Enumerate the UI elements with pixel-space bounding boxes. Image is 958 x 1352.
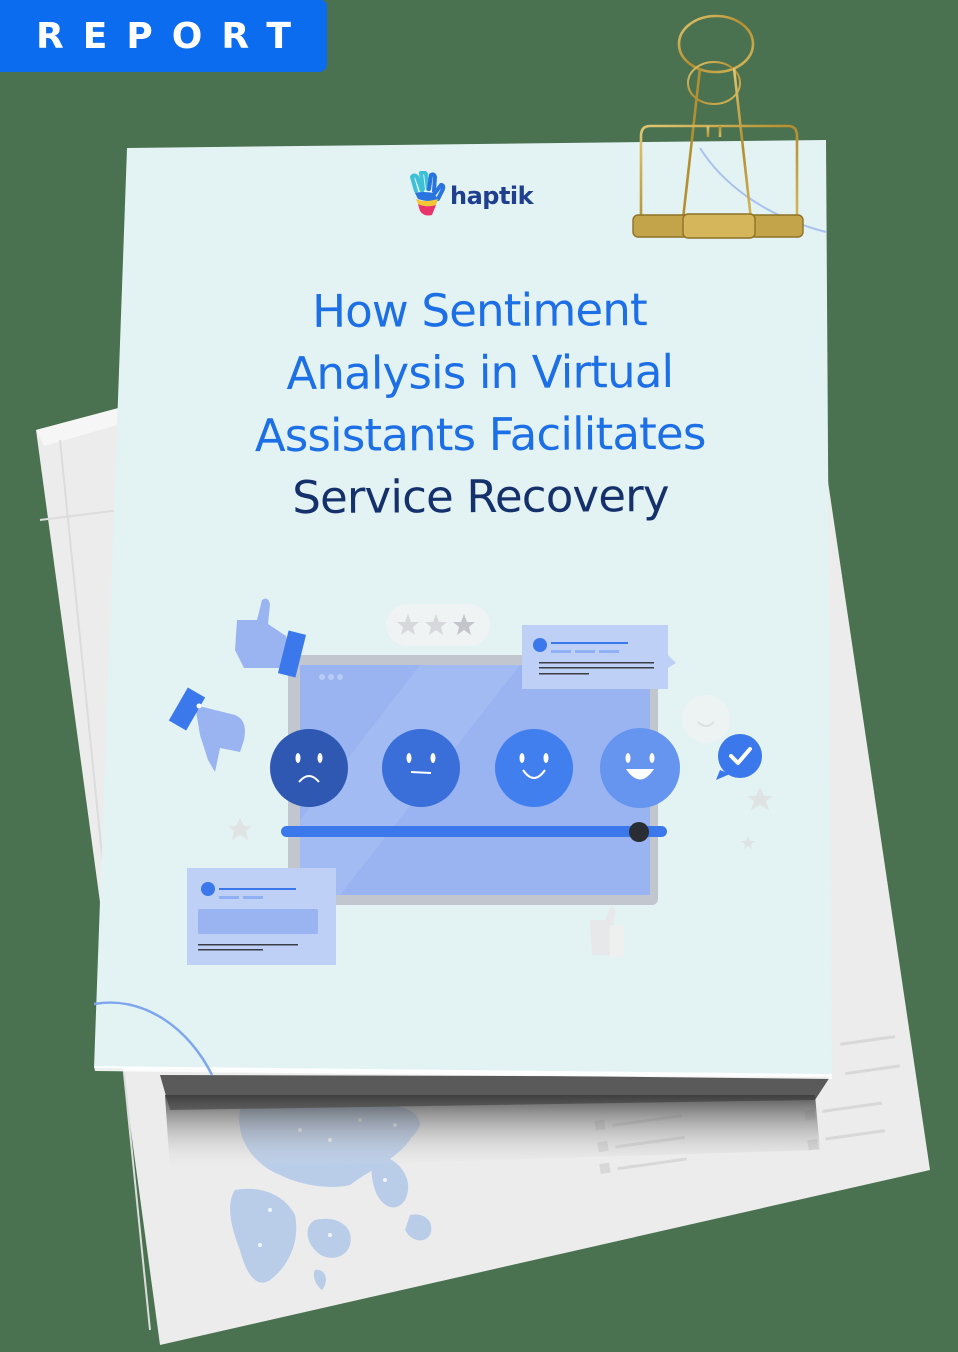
hand-logo-icon [410,171,446,216]
emoji-happy-icon [600,728,680,808]
title-line-4: Service Recovery [292,469,669,524]
sentiment-illustration [168,598,773,965]
decorative-arc [699,147,827,233]
sentiment-slider-track [281,826,667,837]
emoji-neutral-icon [382,729,460,807]
thumbs-up-icon [235,598,307,678]
faint-smiley-icon [682,695,730,743]
binder-clip-icon [632,14,804,239]
haptik-logo: haptik [410,166,534,226]
thumbs-down-icon [168,687,245,772]
emoji-sad-icon [270,729,348,807]
review-card-top-icon [522,625,676,689]
faint-thumbs-up-icon [590,907,624,957]
check-bubble-icon [716,734,762,780]
brand-name: haptik [450,182,534,210]
title-line-3: Assistants Facilitates [254,406,706,463]
sentiment-slider-handle [629,822,649,842]
report-title: How Sentiment Analysis in Virtual Assist… [179,278,780,529]
decorative-arc [93,1001,214,1076]
title-line-1: How Sentiment [312,283,647,338]
report-badge: REPORT [0,0,327,72]
star-icon [228,787,773,849]
emoji-smile-icon [495,729,573,807]
report-badge-label: REPORT [36,15,310,57]
star-rating-icon [397,614,475,635]
review-card-bottom-icon [187,868,336,965]
title-line-2: Analysis in Virtual [286,344,674,401]
